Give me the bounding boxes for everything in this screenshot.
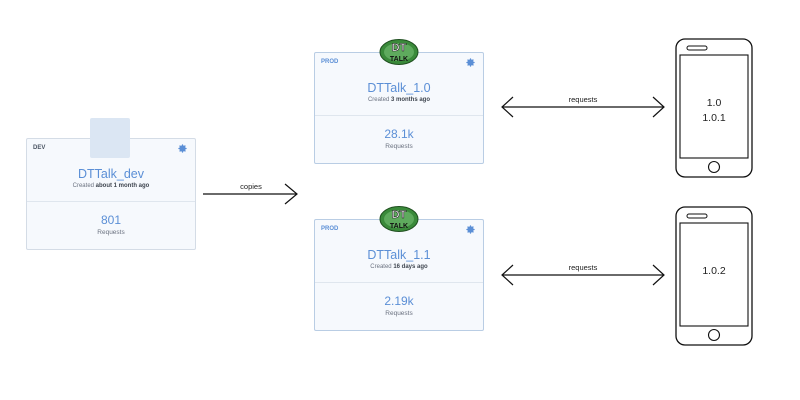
created-text: Created 16 days ago [315,264,483,270]
created-prefix: Created [367,97,390,103]
requests-count: 2.19k [384,294,414,308]
version-line: 1.0.1 [702,112,726,124]
created-when: 16 days ago [393,264,428,270]
logo-text-top: DT [392,209,407,221]
version-line: 1.0 [706,97,722,109]
home-button [707,160,721,174]
prod-card-header [315,53,483,116]
phone-device-2 [675,206,753,346]
phone-screen [679,222,749,327]
phone-screen [679,54,749,159]
prod-app-card-1[interactable]: PROD DTTalk_1.0 Created 3 months ago 28.… [314,52,484,164]
logo-text-bottom: TALK [390,56,408,63]
env-badge: DEV [33,145,46,151]
requests-label: Requests [97,229,125,236]
requests-count: 28.1k [384,127,414,141]
created-text: Created about 1 month ago [27,183,195,189]
created-when: about 1 month ago [95,183,150,189]
dttalk-logo: DT TALK [379,206,419,232]
home-button [707,328,721,342]
app-icon-placeholder [90,118,130,158]
requests-label-1: requests [568,95,598,104]
logo-text-top: DT [392,42,407,54]
speaker-slot [686,45,708,51]
speaker-slot [686,213,708,219]
app-name[interactable]: DTTalk_1.1 [367,248,431,262]
dev-card-header [27,139,195,202]
requests-arrow-1 [501,96,665,118]
gear-icon[interactable] [465,224,476,235]
gear-icon[interactable] [177,143,188,154]
requests-label-2: requests [568,263,598,272]
copies-label: copies [240,182,262,191]
version-line: 1.0.2 [702,265,726,277]
phone-version-1: 1.0 1.0.1 [680,96,748,126]
created-prefix: Created [370,264,392,270]
prod-card-header [315,220,483,283]
requests-count: 801 [100,213,122,227]
created-prefix: Created [72,183,94,189]
logo-text-bottom: TALK [390,223,408,230]
created-when: 3 months ago [391,97,431,103]
requests-label: Requests [385,310,413,317]
phone-version-2: 1.0.2 [680,264,748,279]
copies-arrow [203,183,298,205]
prod-app-card-2[interactable]: PROD DTTalk_1.1 Created 16 days ago 2.19… [314,219,484,331]
app-name[interactable]: DTTalk_dev [78,167,144,181]
phone-device-1 [675,38,753,178]
gear-icon[interactable] [465,57,476,68]
env-badge: PROD [321,226,339,232]
app-name[interactable]: DTTalk_1.0 [367,81,431,95]
requests-label: Requests [385,143,413,150]
created-text: Created 3 months ago [315,97,483,103]
dttalk-logo: DT TALK [379,39,419,65]
env-badge: PROD [321,59,339,65]
requests-arrow-2 [501,264,665,286]
